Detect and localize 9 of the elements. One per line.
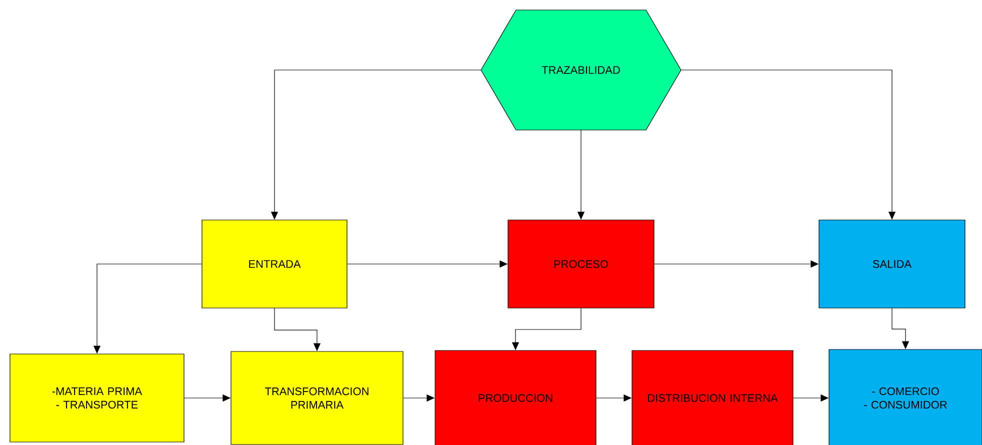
process-box: PROCESO	[508, 220, 654, 308]
process-box: TRANSFORMACION PRIMARIA	[230, 351, 404, 445]
process-box: -MATERIA PRIMA - TRANSPORTE	[10, 354, 184, 442]
process-box: SALIDA	[818, 220, 966, 308]
decision-hexagon: TRAZABILIDAD	[480, 10, 682, 130]
process-box: ENTRADA	[202, 220, 348, 308]
process-box: - COMERCIO - CONSUMIDOR	[828, 349, 982, 445]
process-box: PRODUCCION	[434, 350, 596, 445]
process-box: DISTRIBUCION INTERNA	[632, 350, 794, 445]
